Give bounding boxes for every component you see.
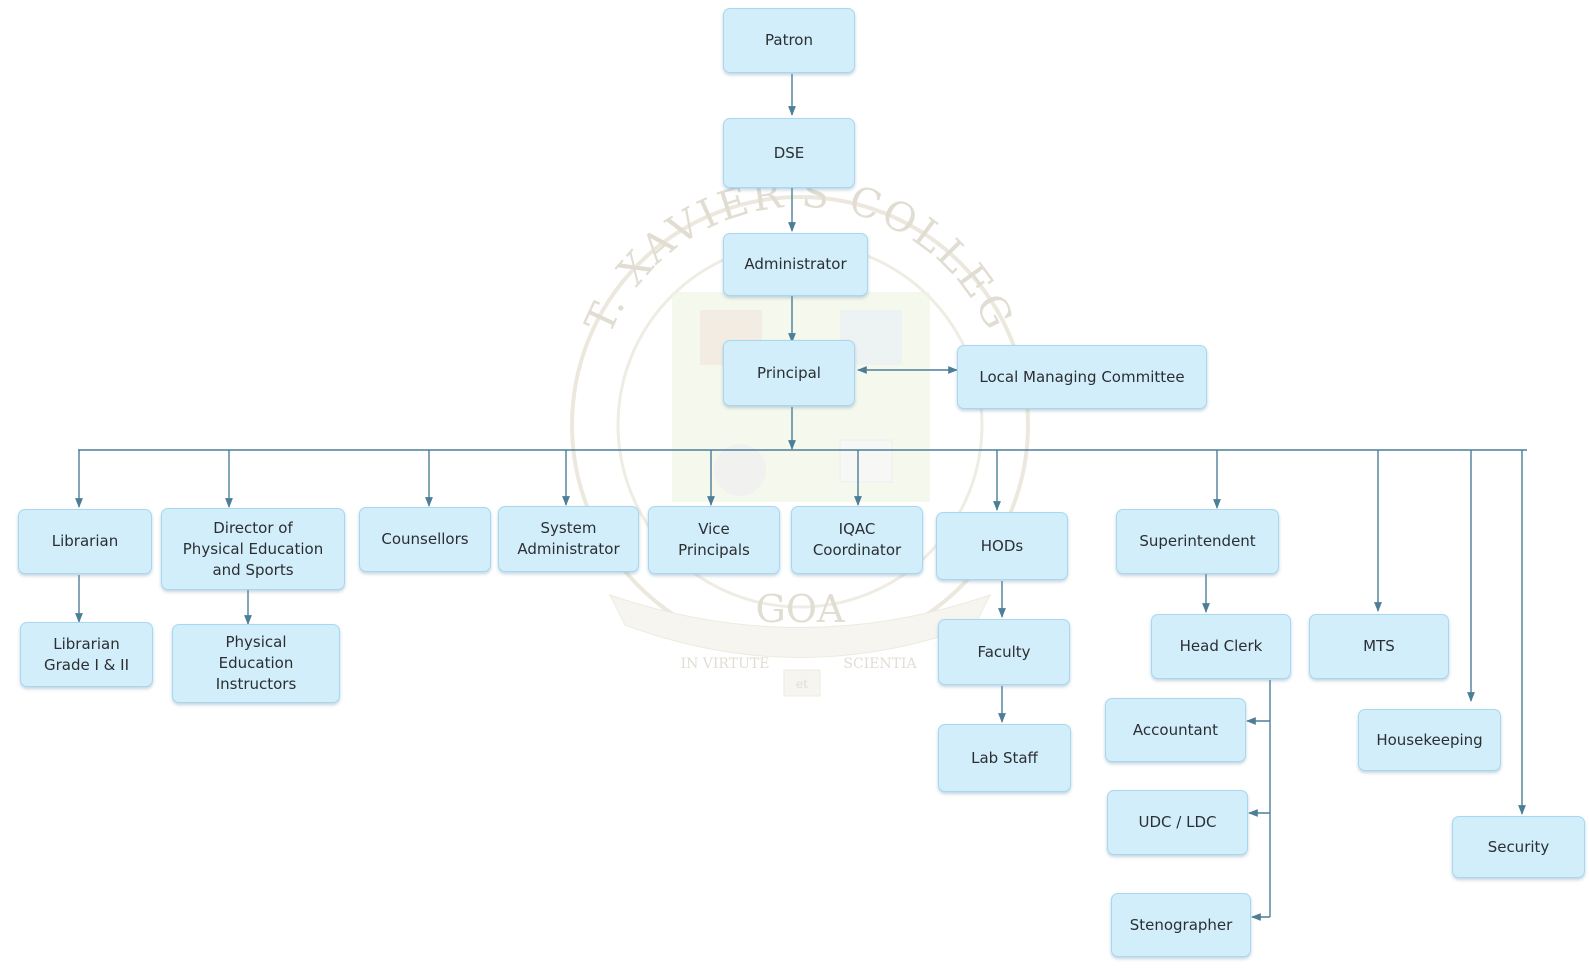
node-iqac-coordinator: IQAC Coordinator [791,506,923,574]
crest-motto-right: SCIENTIA [843,656,917,672]
node-local-managing-committee: Local Managing Committee [957,345,1207,409]
node-pe-instructors: Physical Education Instructors [172,624,340,703]
node-administrator: Administrator [723,233,868,296]
svg-text:ST. XAVIER'S COLLEGE: ST. XAVIER'S COLLEGE [0,0,1023,340]
crest-motto-mid: et [796,677,808,691]
node-mts: MTS [1309,614,1449,679]
node-faculty: Faculty [938,619,1070,685]
node-principal: Principal [723,340,855,406]
node-system-administrator: System Administrator [498,506,639,572]
node-head-clerk: Head Clerk [1151,614,1291,679]
node-dse: DSE [723,118,855,188]
node-director-physical-education: Director of Physical Education and Sport… [161,508,345,590]
node-stenographer: Stenographer [1111,893,1251,957]
node-librarian-grade: Librarian Grade I & II [20,622,153,687]
crest-motto-left: IN VIRTUTE [681,656,770,672]
node-superintendent: Superintendent [1116,509,1279,574]
node-udc-ldc: UDC / LDC [1107,790,1248,855]
node-counsellors: Counsellors [359,507,491,572]
college-crest-watermark: ST. XAVIER'S COLLEGE GOA IN VIRTUTE et S… [0,0,1030,697]
node-patron: Patron [723,8,855,73]
node-security: Security [1452,816,1585,878]
crest-college-name: ST. XAVIER'S COLLEGE [0,0,1020,340]
node-hods: HODs [936,512,1068,580]
node-librarian: Librarian [18,509,152,574]
node-lab-staff: Lab Staff [938,724,1071,792]
node-housekeeping: Housekeeping [1358,709,1501,771]
node-vice-principals: Vice Principals [648,506,780,574]
crest-place: GOA [756,587,846,631]
node-accountant: Accountant [1105,698,1246,762]
